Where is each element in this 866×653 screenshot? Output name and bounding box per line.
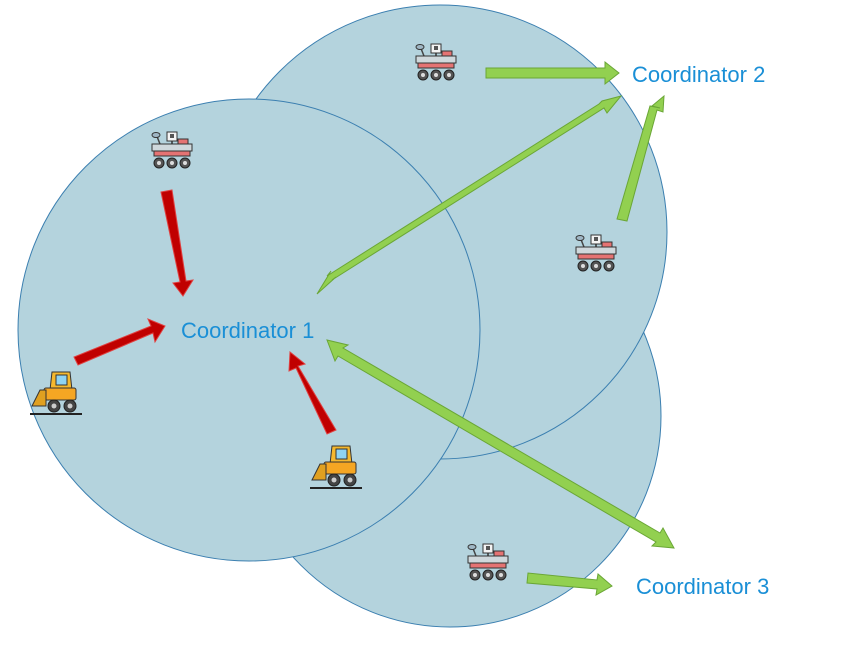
link-arrow-coordinator-1-coordinator-3 xyxy=(326,339,675,549)
link-arrow-rover-to-coordinator-2 xyxy=(485,60,620,86)
local-arrow-bulldozer-to-coordinator-1 xyxy=(73,318,166,366)
coordinator-3-label: Coordinator 3 xyxy=(636,574,769,599)
link-arrow-rover-to-coordinator-3 xyxy=(526,572,613,596)
local-arrow-bulldozer2-to-coordinator-1 xyxy=(288,351,337,435)
local-arrow-rover-to-coordinator-1 xyxy=(160,189,194,297)
coordinator-1-label: Coordinator 1 xyxy=(181,318,314,343)
link-arrow-rover2-to-coordinator-2 xyxy=(616,94,665,222)
region-coordinator-1 xyxy=(17,98,481,562)
coordinator-2-label: Coordinator 2 xyxy=(632,62,765,87)
link-arrow-coordinator-1-coordinator-2 xyxy=(316,95,623,295)
